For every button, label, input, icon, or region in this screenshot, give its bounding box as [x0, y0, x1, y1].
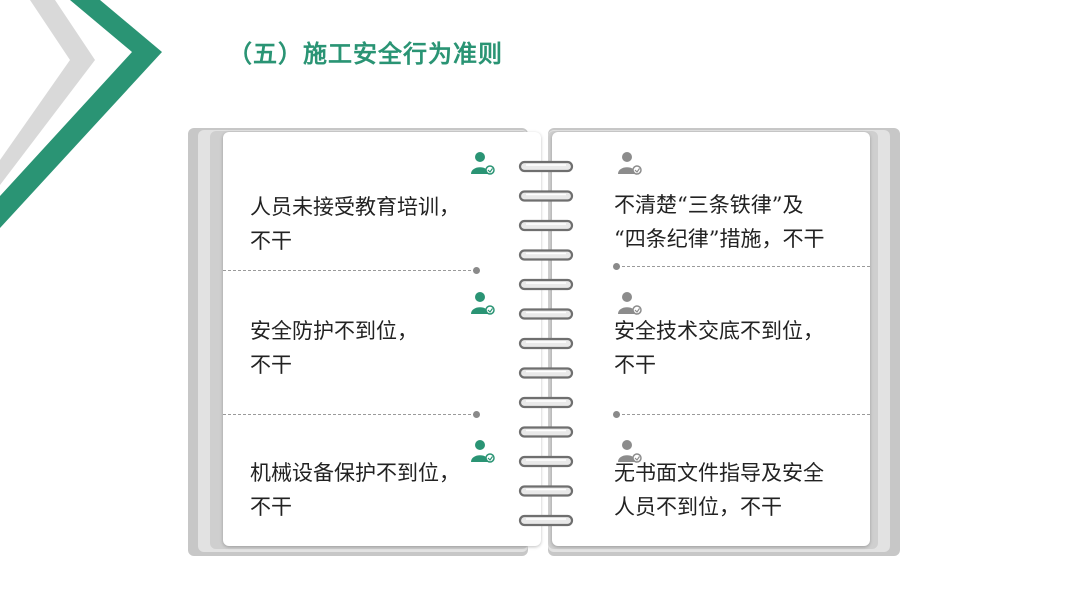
divider-dot [613, 411, 620, 418]
person-icon [618, 292, 642, 315]
notebook: 人员未接受教育培训， 不干 安全防护不到位， 不干 [180, 120, 910, 565]
person-icon [471, 440, 495, 463]
person-icon [618, 440, 642, 463]
divider-dot [613, 263, 620, 270]
spiral-binding [518, 160, 574, 527]
person-icon [471, 152, 495, 175]
divider [613, 411, 870, 418]
item-text-line2: 不干 [250, 229, 292, 253]
item-text-line2: 不干 [250, 495, 292, 519]
corner-decoration [0, 0, 162, 228]
binding-ring [518, 426, 574, 438]
page-title: （五）施工安全行为准则 [228, 40, 503, 68]
item-text: 机械设备保护不到位， 不干 [250, 456, 530, 524]
person-icon [618, 152, 642, 175]
item-text: 安全技术交底不到位， 不干 [614, 314, 894, 382]
binding-ring [518, 190, 574, 202]
divider [223, 267, 480, 274]
binding-ring [518, 278, 574, 291]
item-text-line1: 不清楚“三条铁律”及 [614, 193, 804, 217]
left-item-2: 安全防护不到位， 不干 [223, 272, 541, 410]
binding-ring [518, 514, 574, 527]
binding-ring [518, 308, 574, 320]
corner-gray-chevron [0, 0, 95, 185]
item-text: 安全防护不到位， 不干 [250, 314, 530, 382]
divider-dot [473, 411, 480, 418]
binding-ring [518, 485, 574, 497]
right-item-1: 不清楚“三条铁律”及 “四条纪律”措施，不干 [552, 132, 870, 270]
binding-ring [518, 367, 574, 379]
corner-green-chevron [0, 0, 162, 228]
divider-dot [473, 267, 480, 274]
item-text-line1: 无书面文件指导及安全 [614, 461, 824, 485]
divider [223, 411, 480, 418]
divider [613, 263, 870, 270]
binding-ring [518, 219, 574, 232]
item-text-line2: 不干 [614, 353, 656, 377]
binding-ring [518, 396, 574, 409]
person-icon [471, 292, 495, 315]
binding-ring [518, 337, 574, 350]
binding-ring [518, 455, 574, 468]
left-page: 人员未接受教育培训， 不干 安全防护不到位， 不干 [223, 132, 541, 546]
left-item-1: 人员未接受教育培训， 不干 [223, 132, 541, 270]
item-text-line1: 安全技术交底不到位， [614, 319, 824, 343]
item-text-line1: 安全防护不到位， [250, 319, 418, 343]
item-text-line1: 人员未接受教育培训， [250, 195, 460, 219]
right-page: 不清楚“三条铁律”及 “四条纪律”措施，不干 安全技术交底不到位， 不干 [552, 132, 870, 546]
right-item-2: 安全技术交底不到位， 不干 [552, 272, 870, 410]
item-text-line2: 人员不到位，不干 [614, 495, 782, 519]
right-item-3: 无书面文件指导及安全 人员不到位，不干 [552, 416, 870, 554]
item-text: 人员未接受教育培训， 不干 [250, 190, 530, 258]
binding-ring [518, 160, 574, 173]
left-item-3: 机械设备保护不到位， 不干 [223, 416, 541, 554]
item-text-line1: 机械设备保护不到位， [250, 461, 460, 485]
item-text: 不清楚“三条铁律”及 “四条纪律”措施，不干 [614, 188, 894, 256]
item-text-line2: “四条纪律”措施，不干 [614, 227, 825, 251]
item-text-line2: 不干 [250, 353, 292, 377]
binding-ring [518, 249, 574, 261]
item-text: 无书面文件指导及安全 人员不到位，不干 [614, 456, 894, 524]
